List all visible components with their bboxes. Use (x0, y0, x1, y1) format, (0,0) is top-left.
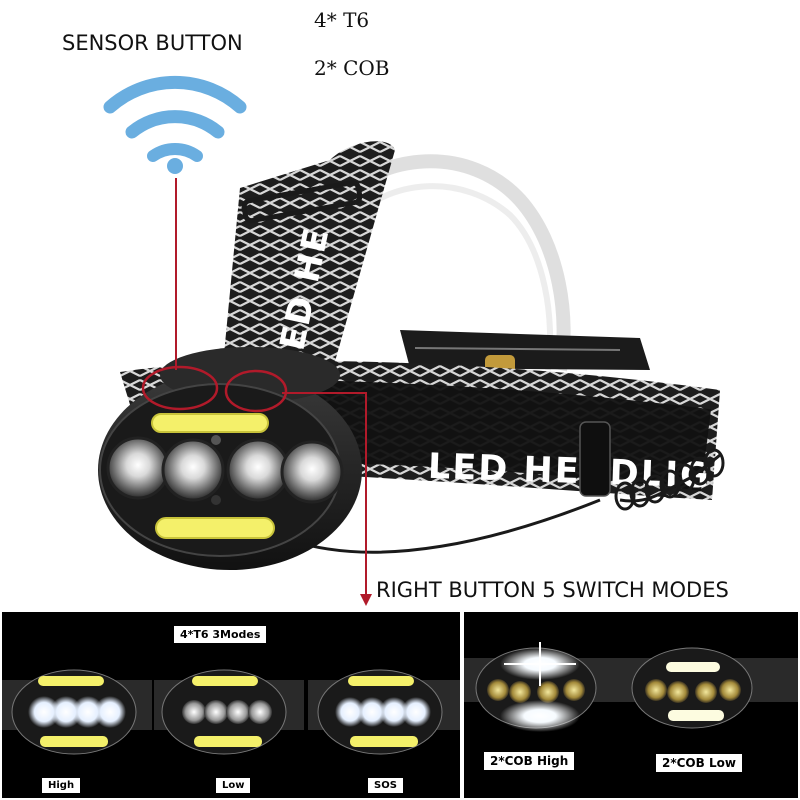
mode-low-label: Low (216, 778, 251, 793)
mode-sos-thumb (308, 669, 460, 755)
sensor-button-highlight (141, 365, 219, 411)
t6-count-label: 4* T6 (314, 8, 370, 32)
cob-strip-bottom (155, 517, 275, 539)
t6-modes-title: 4*T6 3Modes (174, 626, 267, 643)
cob-strip-top (151, 413, 269, 433)
cob-modes-thumbnails (464, 642, 798, 732)
mode-sos-label: SOS (368, 778, 403, 793)
mode-high-thumb (2, 669, 152, 755)
cob-high-label: 2*COB High (484, 752, 575, 770)
mode-high-label: High (42, 778, 81, 793)
headlamp-illustration: LED HE LED HEADLIGHT (98, 75, 725, 606)
cob-modes-panel: 2*COB High 2*COB Low (464, 612, 798, 798)
sensor-button-label: SENSOR BUTTON (62, 31, 243, 55)
right-button-highlight (224, 369, 288, 413)
t6-modes-thumbnails (2, 669, 460, 755)
wifi-sensor-icon (103, 75, 247, 174)
mode-low-thumb (154, 669, 304, 755)
t6-modes-panel: 4*T6 3Modes (2, 612, 460, 798)
t6-leds (106, 436, 344, 504)
cob-low-label: 2*COB Low (656, 754, 742, 772)
cob-low-thumb (624, 647, 798, 729)
right-button-callout-line (282, 392, 367, 597)
right-button-label: RIGHT BUTTON 5 SWITCH MODES (376, 578, 729, 602)
cob-count-label: 2* COB (314, 56, 390, 80)
cob-high-thumb (464, 642, 624, 732)
